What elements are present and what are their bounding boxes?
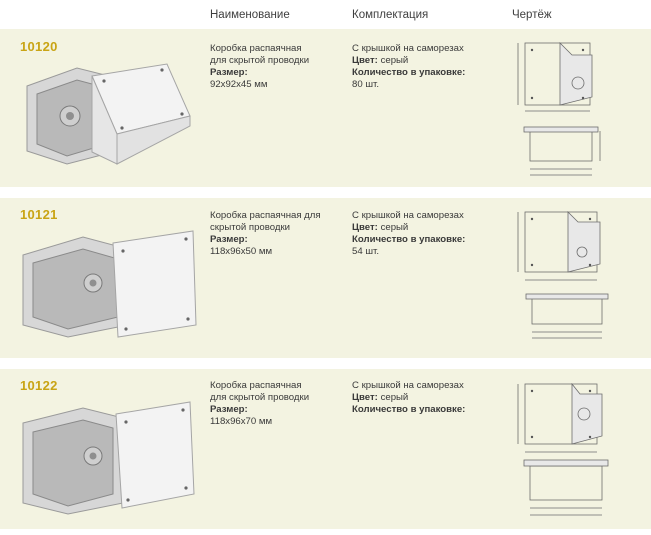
product-name-line: Коробка распаячная для [210, 210, 321, 221]
size-label: Размер: [210, 404, 248, 415]
size-value: 118x96x70 мм [210, 416, 273, 427]
technical-drawing [517, 42, 601, 176]
color-value: серый [380, 55, 409, 66]
technical-drawing [517, 211, 609, 339]
pack-value: 54 шт. [352, 246, 380, 257]
pack-label: Количество в упаковке: [352, 404, 466, 415]
product-code: 10122 [20, 378, 58, 393]
size-label: Размер: [210, 67, 248, 78]
junction-box-photo [22, 230, 197, 338]
pack-value: 80 шт. [352, 79, 380, 90]
color-value: серый [380, 392, 409, 403]
junction-box-photo [26, 63, 191, 165]
product-name-line: для скрытой проводки [210, 392, 310, 403]
color-label: Цвет: [352, 55, 378, 66]
product-description: Коробка распаячная для скрытой проводки … [210, 210, 321, 258]
size-label: Размер: [210, 234, 248, 245]
product-name-line: скрытой проводки [210, 222, 291, 233]
color-label: Цвет: [352, 222, 378, 233]
color-value: серый [380, 222, 409, 233]
product-contents: С крышкой на саморезах Цвет: серый Колич… [352, 43, 465, 91]
product-description: Коробка распаячная для скрытой проводки … [210, 380, 309, 428]
column-header-contents: Комплектация [352, 9, 429, 21]
pack-label: Количество в упаковке: [352, 67, 466, 78]
product-code: 10120 [20, 39, 58, 54]
pack-label: Количество в упаковке: [352, 234, 466, 245]
size-value: 118x96x50 мм [210, 246, 273, 257]
technical-drawing [517, 382, 609, 516]
column-header-name: Наименование [210, 9, 290, 21]
product-code: 10121 [20, 207, 58, 222]
lid-type: С крышкой на саморезах [352, 380, 464, 391]
product-name-line: Коробка распаячная [210, 380, 302, 391]
color-label: Цвет: [352, 392, 378, 403]
column-header-drawing: Чертёж [512, 9, 552, 21]
product-description: Коробка распаячная для скрытой проводки … [210, 43, 309, 91]
product-contents: С крышкой на саморезах Цвет: серый Колич… [352, 380, 465, 416]
lid-type: С крышкой на саморезах [352, 43, 464, 54]
product-name-line: для скрытой проводки [210, 55, 310, 66]
lid-type: С крышкой на саморезах [352, 210, 464, 221]
size-value: 92x92x45 мм [210, 79, 268, 90]
product-contents: С крышкой на саморезах Цвет: серый Колич… [352, 210, 465, 258]
junction-box-photo [22, 401, 195, 515]
product-name-line: Коробка распаячная [210, 43, 302, 54]
